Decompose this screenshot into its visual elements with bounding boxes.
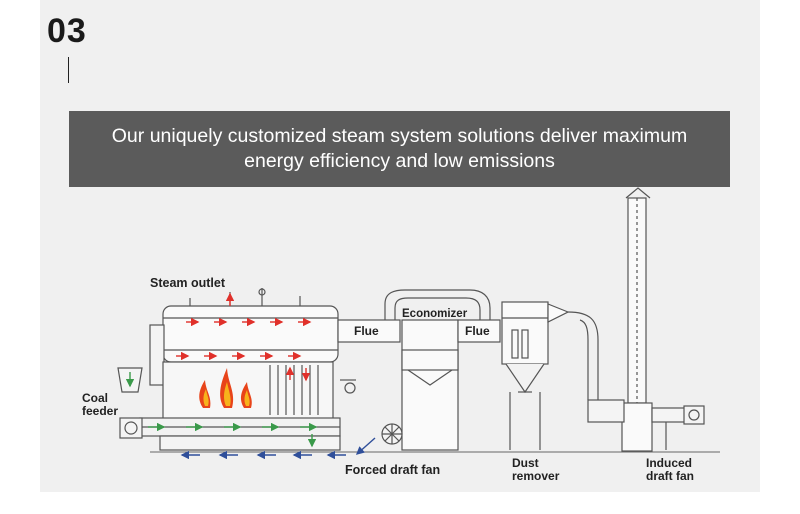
induced-draft-fan bbox=[587, 399, 705, 450]
headline-text: Our uniquely customized steam system sol… bbox=[111, 125, 688, 172]
steam-arrows bbox=[176, 292, 312, 382]
step-divider bbox=[68, 57, 69, 83]
forced-draft-fan bbox=[381, 423, 403, 445]
label-coal: Coal bbox=[82, 391, 108, 405]
label-draft-fan: draft fan bbox=[646, 469, 694, 483]
label-forced-draft-fan: Forced draft fan bbox=[345, 463, 440, 477]
label-flue-2: Flue bbox=[465, 324, 490, 338]
flame bbox=[224, 382, 231, 406]
boiler bbox=[139, 288, 356, 451]
flame bbox=[244, 390, 250, 406]
flame bbox=[203, 389, 209, 406]
label-induced: Induced bbox=[646, 456, 692, 470]
headline-banner: Our uniquely customized steam system sol… bbox=[69, 111, 730, 187]
label-economizer: Economizer bbox=[402, 308, 468, 320]
coal-flow-arrows bbox=[125, 372, 318, 448]
furnace-flames bbox=[199, 368, 252, 408]
label-remover: remover bbox=[512, 469, 560, 483]
label-feeder: feeder bbox=[82, 404, 118, 418]
step-number: 03 bbox=[47, 12, 87, 50]
chimney bbox=[621, 187, 653, 452]
dust-remover bbox=[501, 301, 599, 450]
label-flue-1: Flue bbox=[354, 324, 379, 338]
label-steam-outlet: Steam outlet bbox=[150, 276, 226, 290]
air-arrows bbox=[180, 437, 376, 460]
economizer bbox=[337, 289, 501, 451]
label-dust: Dust bbox=[512, 456, 539, 470]
